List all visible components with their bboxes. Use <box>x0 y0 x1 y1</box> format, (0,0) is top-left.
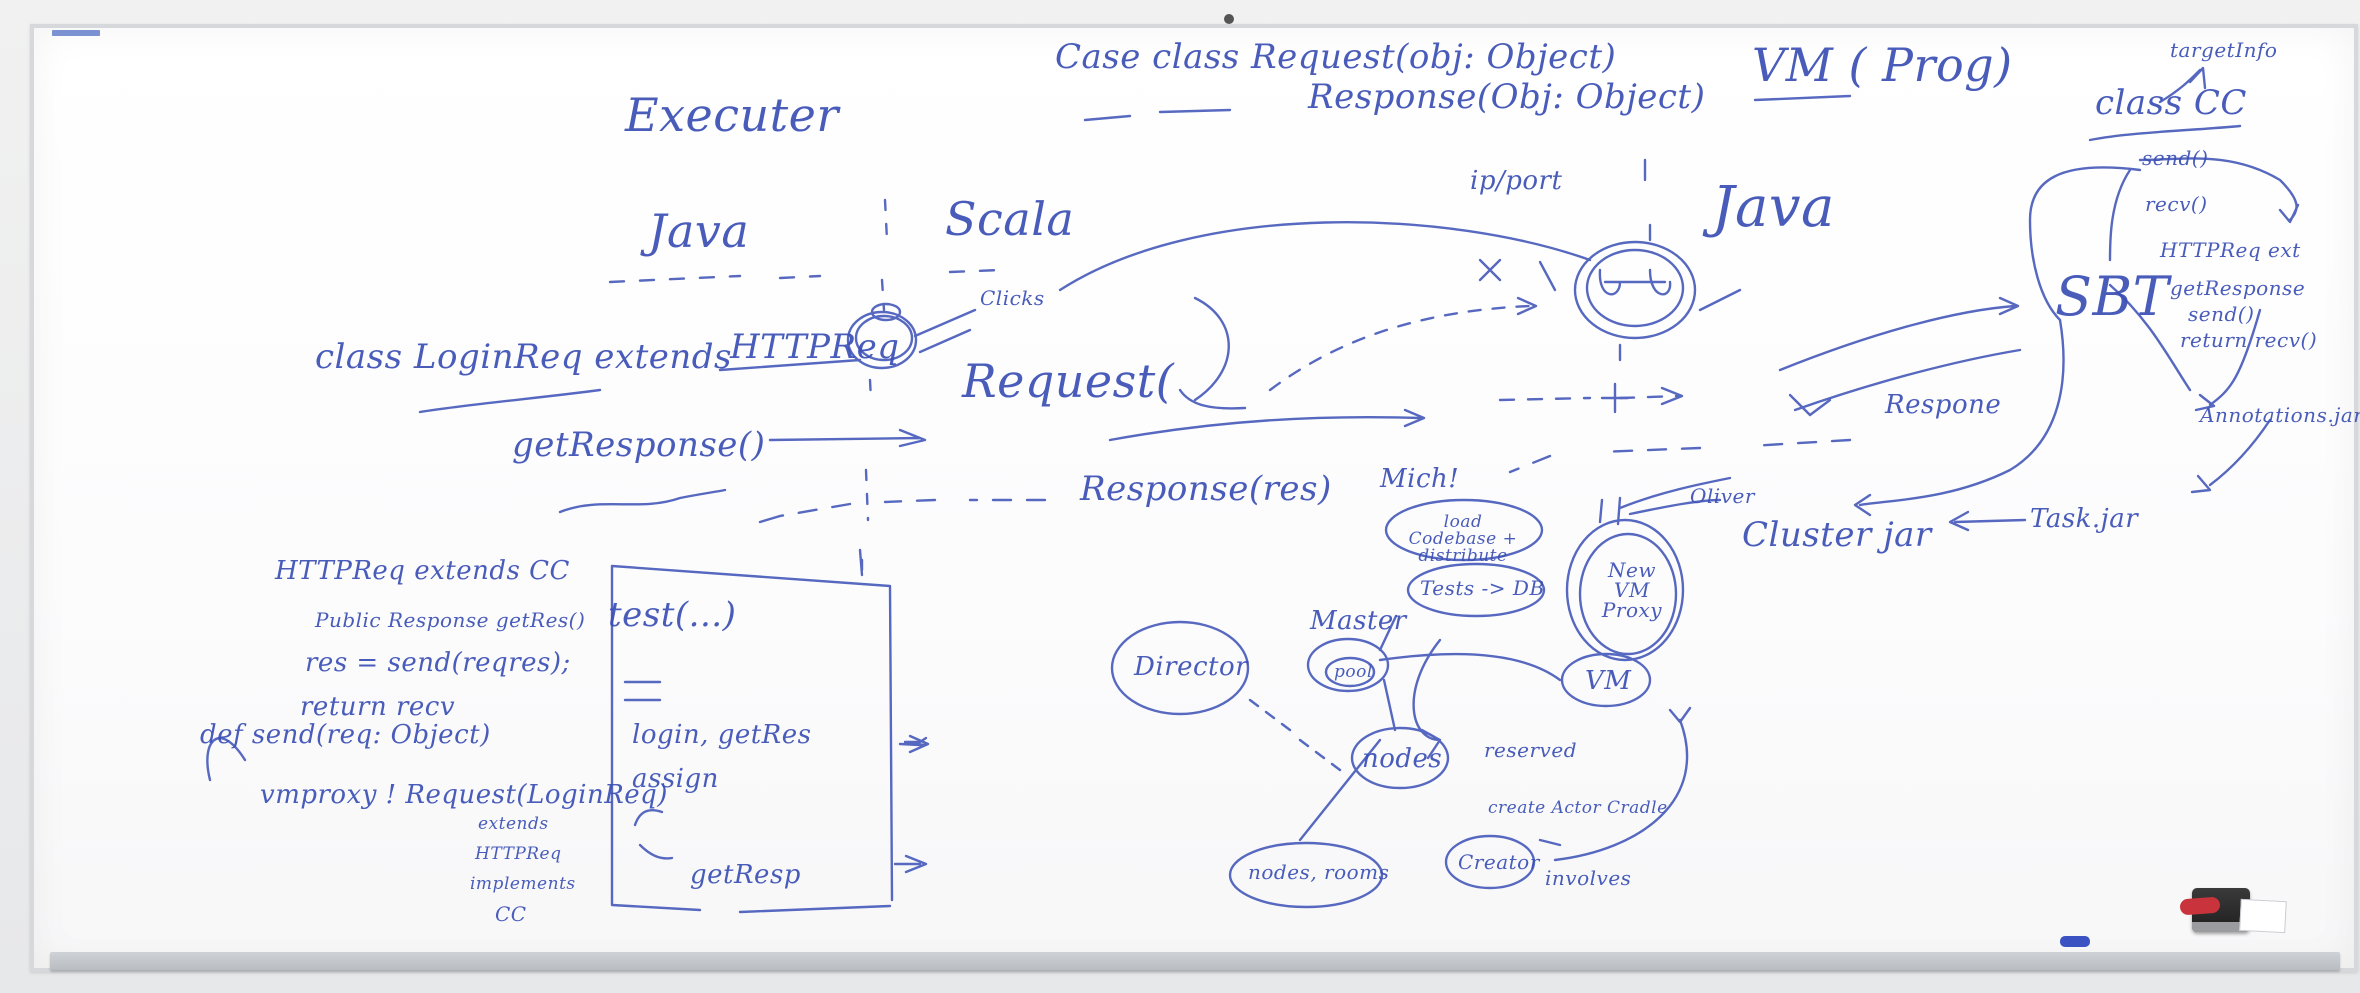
label-httpreq-small: HTTPReq <box>475 844 562 864</box>
label-cluster-jar: Cluster jar <box>1742 515 1932 555</box>
ceiling-pin <box>1224 14 1234 24</box>
label-res-send: res = send(reqres); <box>305 648 571 678</box>
label-httpreq: HTTPReq <box>730 327 900 367</box>
label-vmproxy: vmproxy ! Request(LoginReq) <box>260 780 668 810</box>
label-executer: Executer <box>625 88 839 142</box>
tray-sticker <box>2239 898 2287 934</box>
label-load-codebase: load Codebase + distribute <box>1408 512 1518 566</box>
label-httpreq-ext: HTTPReq ext <box>2160 238 2301 262</box>
label-scala: Scala <box>945 192 1075 246</box>
label-creator: Creator <box>1458 850 1540 874</box>
label-ip-port: ip/port <box>1470 166 1563 196</box>
label-task-jar: Task.jar <box>2030 504 2139 534</box>
label-pool: pool <box>1334 662 1373 682</box>
label-send-side: send() <box>2188 302 2255 326</box>
label-cc: CC <box>495 902 527 926</box>
label-getresponse-side: getResponse <box>2170 276 2306 300</box>
label-login-getres: login, getRes <box>632 720 812 750</box>
label-nodes-rooms: nodes, rooms <box>1248 860 1390 884</box>
label-master: Master <box>1310 606 1407 636</box>
label-create-actor: create Actor Cradle <box>1488 798 1668 818</box>
label-class-cc: class CC <box>2095 83 2247 123</box>
marker-tray <box>50 952 2340 970</box>
label-class-login: class LoginReq extends <box>315 337 732 377</box>
label-new-vm-proxy: New VM Proxy <box>1601 558 1663 622</box>
label-vm-prog: VM ( Prog) <box>1752 38 2013 92</box>
label-vm: VM <box>1585 666 1632 696</box>
label-def-send: def send(req: Object) <box>200 720 491 750</box>
label-recv: recv() <box>2145 192 2208 216</box>
label-getresp: getResp <box>690 860 801 890</box>
label-java-left: Java <box>648 204 750 258</box>
label-public-response: Public Response getRes() <box>315 608 586 632</box>
label-httpreq-extends: HTTPReq extends CC <box>275 556 570 586</box>
red-marker <box>2179 896 2221 916</box>
label-assign: assign <box>632 764 719 794</box>
blue-marker <box>2060 936 2090 947</box>
label-respone: Respone <box>1885 390 2002 420</box>
label-tests-db: Tests -> DB <box>1420 576 1545 600</box>
label-annotations-jar: Annotations.jar <box>2200 403 2360 427</box>
label-sbt: SBT <box>2055 265 2170 328</box>
label-request: Request( <box>962 354 1175 408</box>
label-test: test(...) <box>608 595 737 635</box>
label-reserved: reserved <box>1484 738 1577 762</box>
label-director: Director <box>1134 652 1249 682</box>
label-implements: implements <box>470 874 576 894</box>
label-case-class: Case class Request(obj: Object) <box>1055 37 1617 77</box>
label-clicks: Clicks <box>980 286 1045 310</box>
label-java-right: Java <box>1712 175 1835 240</box>
label-involves: involves <box>1545 866 1632 890</box>
label-return-recv2: return recv <box>300 692 456 722</box>
label-nodes: nodes <box>1362 744 1443 774</box>
label-response-res: Response(res) <box>1080 469 1332 509</box>
label-send: send() <box>2142 146 2209 170</box>
eraser-felt <box>2192 922 2250 932</box>
label-return-recv: return recv() <box>2180 328 2318 352</box>
label-oliver: Oliver <box>1690 484 1755 508</box>
whiteboard-brand-logo <box>52 30 100 36</box>
label-target-info: targetInfo <box>2170 38 2278 62</box>
label-extends: extends <box>478 814 549 834</box>
label-response-decl: Response(Obj: Object) <box>1308 77 1706 117</box>
label-get-response: getResponse() <box>512 425 766 465</box>
label-mich: Mich! <box>1380 464 1460 494</box>
